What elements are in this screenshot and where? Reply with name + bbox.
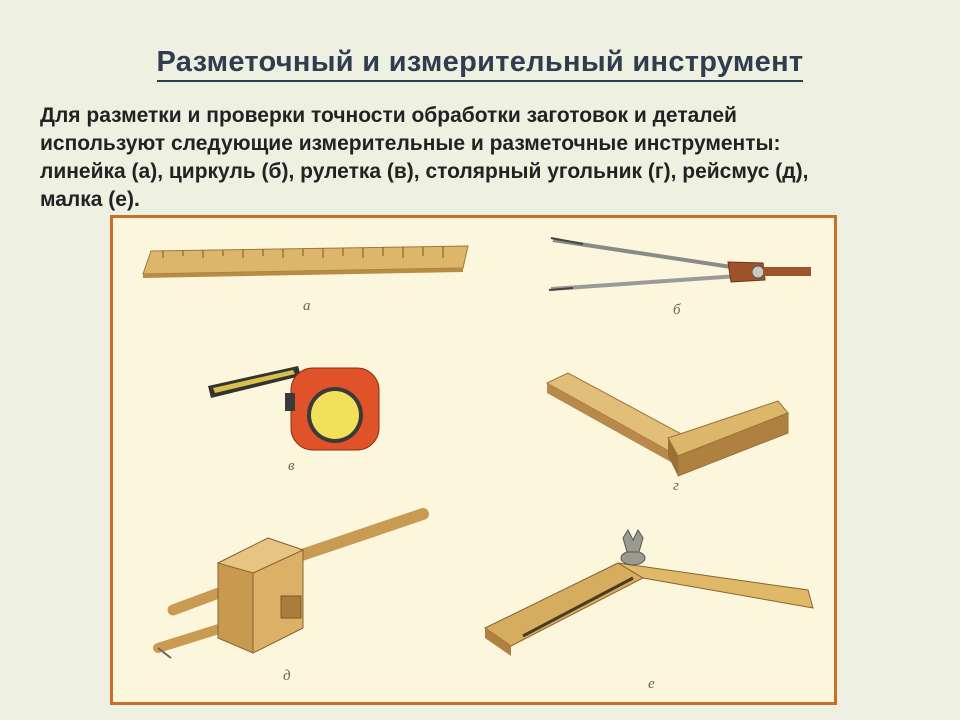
description-line: Для разметки и проверки точности обработ… bbox=[40, 104, 737, 127]
description-line: используют следующие измерительные и раз… bbox=[40, 132, 781, 155]
compass-illustration bbox=[548, 237, 811, 291]
label-marking-gauge: д bbox=[283, 668, 291, 684]
description: Для разметки и проверки точности обработ… bbox=[40, 102, 940, 214]
page-title-text: Разметочный и измерительный инструмент bbox=[156, 46, 804, 82]
tools-illustration-frame: а б в г bbox=[110, 215, 837, 705]
ruler-illustration bbox=[142, 245, 469, 278]
label-tape-measure: в bbox=[288, 458, 295, 474]
bevel-illustration bbox=[484, 528, 814, 656]
description-line: линейка (а), циркуль (б), рулетка (в), с… bbox=[40, 160, 809, 183]
tools-illustration: а б в г bbox=[142, 237, 814, 692]
label-bevel: е bbox=[648, 676, 655, 692]
tape-measure-illustration bbox=[208, 366, 380, 451]
marking-gauge-illustration bbox=[153, 508, 429, 659]
description-line: малка (е). bbox=[40, 188, 140, 211]
label-square: г bbox=[673, 478, 679, 494]
carpenter-square-illustration bbox=[545, 372, 789, 477]
label-ruler: а bbox=[303, 298, 311, 314]
label-compass: б bbox=[673, 302, 681, 318]
page-title: Разметочный и измерительный инструмент bbox=[0, 46, 960, 82]
